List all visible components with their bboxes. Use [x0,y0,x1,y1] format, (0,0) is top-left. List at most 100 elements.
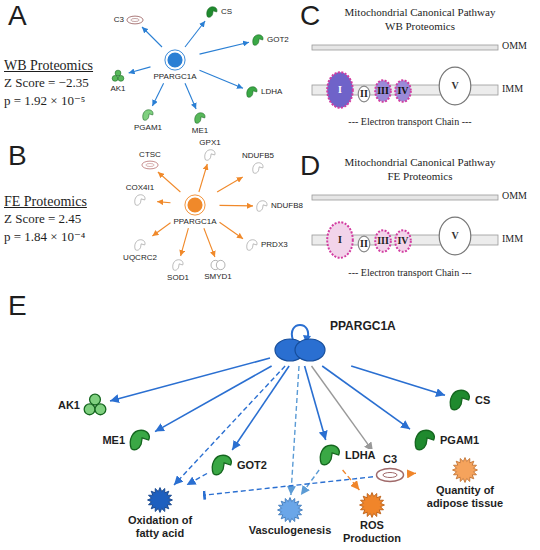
complex-node: V [438,66,472,106]
node-label: GPX1 [198,138,221,147]
enzyme-symbol [447,387,473,413]
predicted-relation [291,366,299,495]
relation-arrow [142,27,162,47]
relation-arrow [158,172,181,192]
complex-label: III [377,86,389,96]
complex-label: II [360,89,368,99]
panel-letter: B [8,140,27,172]
regulator-circle [164,49,186,71]
node-label: COX4I1 [125,183,155,192]
relation-arrow [204,228,215,257]
enzyme-symbol [127,427,153,453]
enzyme-symbol [193,111,207,125]
gene-node: ROS Production [338,492,406,544]
complex-node: III [374,229,392,253]
enzyme-symbol [251,33,265,47]
relation-arrow [155,366,272,432]
enzyme-symbol [205,5,219,19]
function-burst [277,497,303,523]
gene-node: Vasculogenesis [248,497,333,537]
relation-arrow [185,83,196,109]
gene-node: Quantity of adipose tissue [418,457,512,509]
node-label: CS [220,7,233,16]
relation-arrow [152,83,163,106]
annotation-text: OMM [502,40,527,52]
node-label: PRDX3 [260,240,289,249]
gene-node: ME1 [191,111,209,135]
node-label: Quantity of adipose tissue [418,484,512,509]
enzyme-symbol [141,108,155,122]
gene-node: PPARGC1A [153,49,198,81]
annotation-text: IMM [502,83,523,95]
gene-node: PRDX3 [245,238,289,252]
gene-node: PGAM1 [133,108,163,132]
node-label: ME1 [191,126,209,135]
node-label: CS [474,394,491,407]
gene-node: COX4I1 [125,183,155,207]
annotation-text: Mitochondrial Canonical Pathway [320,156,520,169]
complex-node: I [326,71,354,109]
complex-node: III [374,79,392,103]
enzyme-symbol [203,148,217,162]
protein-symbol [141,160,159,170]
transcription-regulator [272,316,328,364]
panel-letter: D [300,150,320,182]
complex-label: V [451,81,458,91]
node-label: GOT2 [266,35,290,44]
complex-node: V [438,216,472,256]
node-label: Vasculogenesis [248,524,333,537]
gene-node: C3 [113,15,144,25]
node-label: AK1 [109,84,126,93]
complex-node: IV [394,229,412,253]
annotation-text: OMM [502,190,527,202]
regulator-circle [184,194,206,216]
gene-node: SOD1 [166,258,190,282]
node-label: SMYD1 [203,272,233,281]
node-label: ME1 [101,434,126,447]
complex-label: V [451,231,458,241]
relation-arrow [157,202,170,203]
function-burst [359,492,385,518]
node-label: NDUFB5 [241,151,275,160]
gene-node: GOT2 [209,452,268,478]
node-label: PGAM1 [133,123,163,132]
gene-node: UQCRC2 [122,238,158,262]
gene-node: CTSC [138,150,162,170]
node-label: PPARGC1A [173,217,218,226]
gene-node: LDHA [245,85,283,99]
gene-node: C3 [375,453,405,483]
outer-membrane [312,45,498,50]
relation-arrow [200,70,244,88]
gene-node: AK1 [57,392,108,418]
enzyme-symbol [133,193,147,207]
relation-arrow [312,366,374,451]
gene-node: AK1 [109,69,126,93]
annotation-text: --- Electron transport Chain --- [315,267,505,279]
gene-node: SMYD1 [203,259,233,281]
annotation-text: WB Proteomics [320,20,520,33]
complex-label: II [360,239,368,249]
protein-symbol [375,467,405,483]
function-burst [147,487,173,513]
gene-node: NDUFB8 [255,199,304,213]
annotation-text: FE Proteomics [320,170,520,183]
kinase-symbol [111,69,125,83]
node-label: SOD1 [166,273,190,282]
enzyme-symbol [209,452,235,478]
node-label: LDHA [260,87,283,96]
gene-node: PPARGC1A [173,194,218,226]
annotation-text: Z Score = −2.35 [4,76,89,91]
gene-node: ME1 [101,427,153,453]
annotation-text: p = 1.92 × 10⁻⁵ [4,94,85,109]
kinase-symbol [82,392,108,418]
complex-label: I [338,85,342,95]
relation-arrow [232,366,289,450]
annotation-text: Mitochondrial Canonical Pathway [320,6,520,19]
complex-node: I [326,221,354,259]
annotation-text: IMM [502,233,523,245]
node-label: PPARGC1A [153,72,198,81]
enzyme-symbol [133,238,147,252]
node-label: UQCRC2 [122,253,158,262]
enzyme-symbol [245,238,259,252]
annotation-text: --- Electron transport Chain --- [315,116,505,128]
